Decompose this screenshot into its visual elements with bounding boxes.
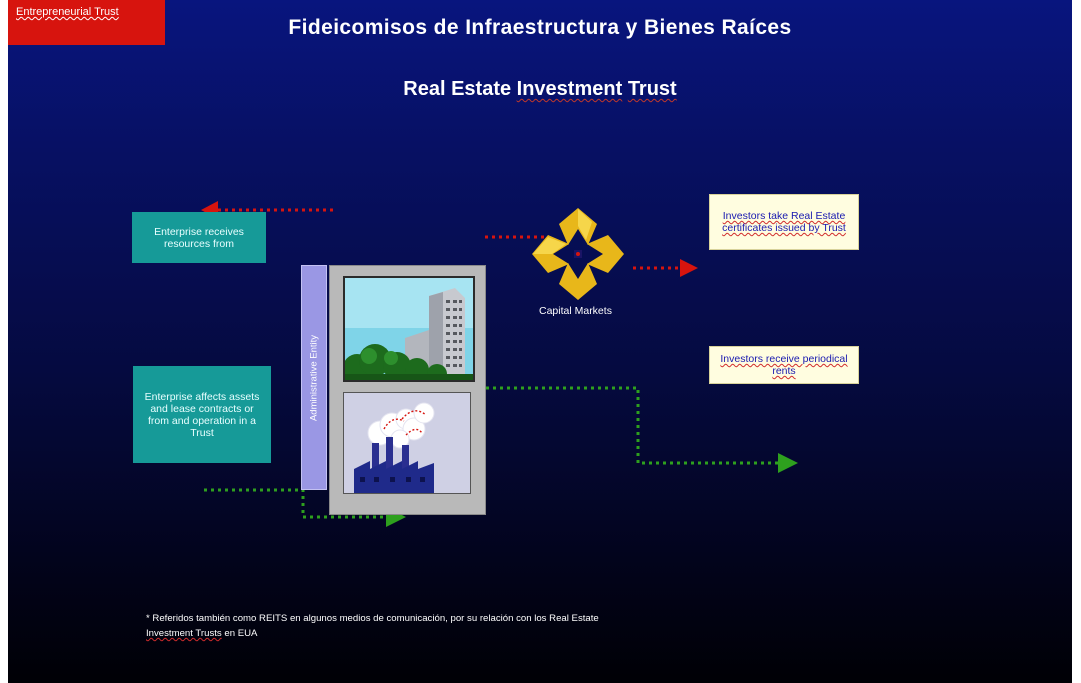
footnote-line-2: Investment Trusts en EUA bbox=[146, 626, 599, 641]
subtitle-word-trust: Trust bbox=[627, 78, 677, 100]
enterprise-affects-text: Enterprise affects assets and lease cont… bbox=[144, 390, 260, 439]
subtitle-prefix: Real Estate bbox=[403, 78, 517, 100]
administrative-entity-label: Administrative Entity bbox=[308, 334, 320, 421]
investors-take-box: Investors take Real Estate certificates … bbox=[709, 194, 859, 250]
building-picture bbox=[343, 276, 475, 382]
entrepreneurial-trust-text: Entrepreneurial Trust bbox=[16, 6, 119, 18]
enterprise-receives-box: Enterprise receives resources from bbox=[132, 212, 266, 263]
capital-markets-icon bbox=[532, 208, 624, 300]
investors-receive-text: Investors receive periodical rents bbox=[720, 353, 848, 377]
enterprise-affects-box: Enterprise affects assets and lease cont… bbox=[133, 366, 271, 463]
arrowhead-right-red bbox=[680, 259, 698, 277]
investors-receive-box: Investors receive periodical rents bbox=[709, 346, 859, 384]
connector-layer bbox=[201, 201, 798, 527]
arrow-panel-to-rents bbox=[486, 386, 778, 465]
capital-markets-label: Capital Markets bbox=[539, 305, 612, 317]
slide-subtitle: Real Estate Investment Trust bbox=[8, 78, 1072, 101]
footnote-line-2-rest: en EUA bbox=[221, 628, 258, 639]
investors-take-text: Investors take Real Estate certificates … bbox=[722, 210, 846, 234]
arrow-enterprise-to-panel bbox=[204, 488, 386, 519]
footnote: * Referidos también como REITS en alguno… bbox=[146, 611, 599, 641]
footnote-underlined-term: Investment Trusts bbox=[146, 628, 222, 639]
enterprise-receives-text: Enterprise receives resources from bbox=[154, 225, 244, 250]
slide-canvas: Fideicomisos de Infraestructura y Bienes… bbox=[8, 0, 1072, 683]
footnote-line-1: * Referidos también como REITS en alguno… bbox=[146, 613, 599, 624]
entrepreneurial-trust-box: Entrepreneurial Trust bbox=[8, 0, 165, 45]
administrative-entity-bar: Administrative Entity bbox=[301, 265, 327, 490]
building-icon bbox=[345, 278, 473, 380]
factory-icon bbox=[344, 393, 470, 493]
arrowhead-green-right bbox=[778, 453, 798, 473]
factory-picture bbox=[343, 392, 471, 494]
subtitle-word-investment: Investment bbox=[516, 78, 623, 100]
slide-title: Fideicomisos de Infraestructura y Bienes… bbox=[288, 16, 792, 39]
